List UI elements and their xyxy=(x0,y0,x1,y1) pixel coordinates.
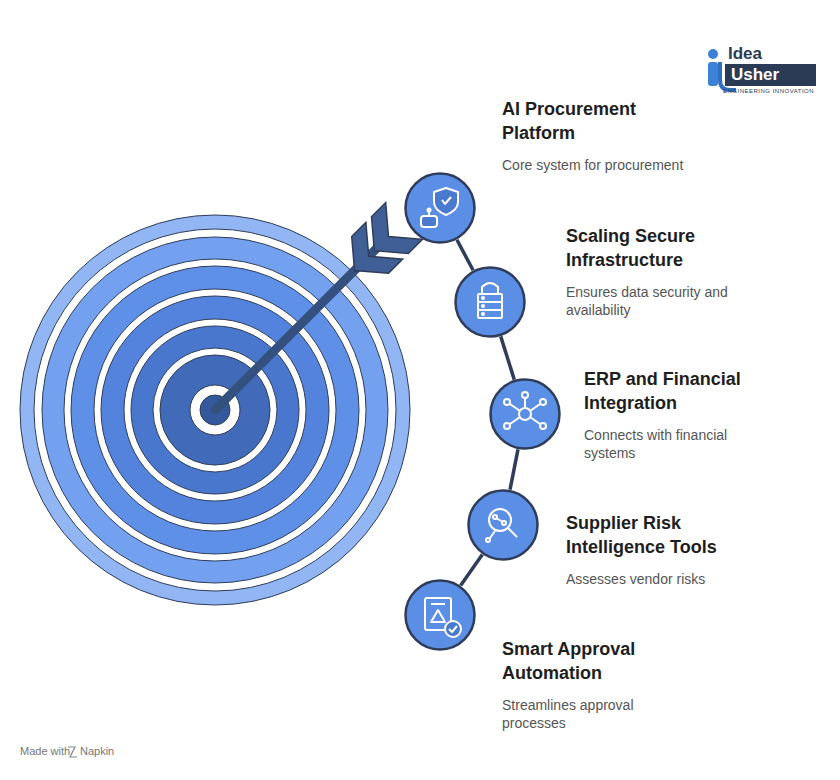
step-texts: Smart Approval AutomationStreamlines app… xyxy=(502,637,742,732)
step-description: Ensures data security and availability xyxy=(566,283,751,319)
connector-line xyxy=(510,449,518,489)
logo-tagline: ENGINEERING INNOVATION xyxy=(723,88,814,94)
step-heading: AI Procurement Platform xyxy=(502,97,662,145)
step-circle: AI Procurement PlatformCore system for p… xyxy=(404,172,476,244)
step-circle: Supplier Risk Intelligence ToolsAssesses… xyxy=(467,489,539,561)
logo-word: Usher xyxy=(731,65,779,85)
circle-outline xyxy=(467,489,539,561)
circle-outline xyxy=(489,378,561,450)
step-description: Assesses vendor risks xyxy=(566,570,786,588)
network-icon xyxy=(504,392,546,429)
step-description: Core system for procurement xyxy=(502,156,722,174)
shield-robot-icon xyxy=(421,188,458,227)
step-heading: Supplier Risk Intelligence Tools xyxy=(566,511,736,559)
connector-line xyxy=(457,240,473,270)
circle-outline xyxy=(404,172,476,244)
step-texts: ERP and Financial IntegrationConnects wi… xyxy=(584,367,824,462)
step-circle: Smart Approval AutomationStreamlines app… xyxy=(404,579,476,651)
connector-line xyxy=(501,336,515,379)
target-rings xyxy=(20,215,410,605)
logo-word: Idea xyxy=(728,44,762,64)
step-heading: Smart Approval Automation xyxy=(502,637,662,685)
watermark: Napkin xyxy=(80,745,114,757)
circle-outline xyxy=(404,579,476,651)
approval-doc-icon xyxy=(425,598,461,637)
magnifier-icon xyxy=(486,509,517,542)
circle-outline xyxy=(454,266,526,338)
step-texts: AI Procurement PlatformCore system for p… xyxy=(502,97,742,174)
step-texts: Supplier Risk Intelligence ToolsAssesses… xyxy=(566,511,806,588)
connector-line xyxy=(461,554,483,585)
step-description: Connects with financial systems xyxy=(584,426,749,462)
step-description: Streamlines approval processes xyxy=(502,696,657,732)
watermark: Made with xyxy=(20,745,70,757)
lock-server-icon xyxy=(478,283,502,318)
step-circle: ERP and Financial IntegrationConnects wi… xyxy=(489,378,561,450)
step-heading: ERP and Financial Integration xyxy=(584,367,754,415)
step-texts: Scaling Secure InfrastructureEnsures dat… xyxy=(566,224,806,319)
step-circle: Scaling Secure InfrastructureEnsures dat… xyxy=(454,266,526,338)
step-heading: Scaling Secure Infrastructure xyxy=(566,224,726,272)
arrow xyxy=(197,203,423,429)
